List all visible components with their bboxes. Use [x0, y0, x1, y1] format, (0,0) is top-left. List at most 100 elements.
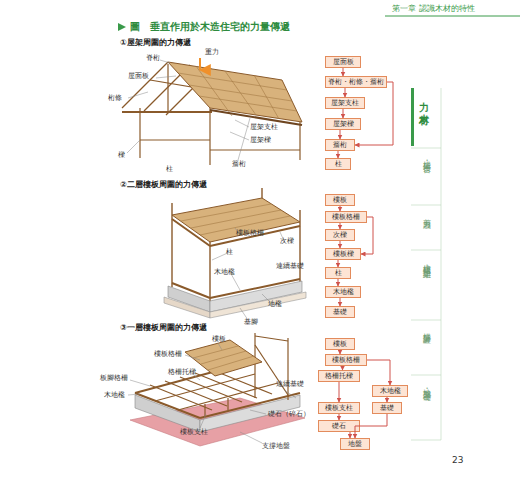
box-text: 屋架樑 [326, 119, 360, 129]
wall-post [287, 338, 288, 400]
footing [164, 297, 210, 318]
sill [135, 393, 200, 418]
flow-arrow [339, 414, 340, 420]
post [299, 210, 300, 282]
chapter-tab: 剪力牆 [420, 212, 432, 215]
part-label: 重力 [205, 48, 219, 57]
box-text: 格柵托樑 [319, 371, 359, 381]
floor-boards [185, 340, 262, 376]
leader-lines [128, 343, 296, 443]
post [209, 108, 210, 165]
leader [130, 380, 150, 386]
leader-lines [212, 228, 285, 320]
part-label: 簷桁 [232, 160, 246, 169]
leader [160, 60, 170, 63]
box-text: 次樑 [326, 230, 354, 240]
box-text: 柱 [326, 268, 350, 278]
flow-box: 木地檻 [372, 385, 408, 397]
box-text: 簷桁 [326, 140, 354, 150]
box-text: 木地檻 [373, 386, 407, 396]
box-text: 脊桁・桁條・簷桁 [326, 77, 386, 87]
box-text: 樓板 [326, 339, 354, 349]
tab-separator [411, 320, 441, 321]
section-heading: ①屋架周圍的力傳遞 [120, 38, 191, 47]
leader [156, 76, 176, 78]
tab-separator [411, 148, 441, 149]
flow-arrow [355, 414, 387, 438]
flow-box: 柱 [325, 267, 351, 279]
part-label: 礎石（碎石） [268, 410, 310, 419]
board-lines [178, 66, 297, 119]
flow-arrow [340, 223, 341, 229]
box-text: 地盤 [341, 439, 369, 449]
wall-post [254, 333, 255, 398]
flow-box: 簷桁 [325, 139, 355, 151]
chapter-header: 第一章 認識木材的特性 [392, 4, 475, 13]
leader [200, 414, 206, 428]
flow-box: 屋架樑 [325, 118, 361, 130]
header-rule [385, 16, 520, 17]
active-tab-bar [411, 88, 414, 146]
board-lines [181, 204, 290, 235]
flow-box: 樓板 [325, 338, 355, 350]
rafter [122, 62, 168, 108]
post [139, 108, 140, 158]
floor1-frame [135, 333, 300, 418]
flow-box: 屋面板 [325, 56, 361, 68]
flow-arrow [340, 130, 341, 139]
part-label: 樓板 [212, 335, 226, 344]
chapter-tab: 構架計畫 [420, 326, 432, 330]
board-line [191, 210, 281, 228]
board-line [181, 204, 271, 221]
box-text: 木地檻 [326, 287, 360, 297]
part-label: 柱 [226, 248, 233, 257]
flow-box: 礎石 [318, 420, 360, 432]
footing [210, 292, 306, 318]
box-text: 樓板格柵 [326, 212, 366, 222]
flow-arrow [342, 366, 343, 370]
tab-separator [411, 440, 441, 441]
wall-beam [255, 336, 288, 341]
leader [128, 92, 148, 98]
flow-box: 格柵托樑 [318, 370, 360, 382]
eave-beam [210, 110, 302, 125]
flow-box: 樓板 [325, 194, 355, 206]
tab-separator [411, 250, 441, 251]
leader-lines [127, 60, 250, 160]
section-heading: ②二層樓板周圍的力傳遞 [120, 180, 207, 189]
box-text: 屋面板 [326, 57, 360, 67]
flow-box: 地盤 [340, 438, 370, 450]
part-label: 次樑 [280, 237, 294, 246]
flow-arrow [387, 397, 388, 402]
leader [127, 140, 140, 153]
part-label: 連續基礎 [276, 262, 304, 271]
leader [128, 394, 140, 395]
flow-arrow [339, 382, 340, 402]
flow-arrow [361, 217, 373, 254]
beam [210, 149, 300, 150]
joist [165, 381, 227, 406]
gravity-arrow [199, 58, 201, 70]
joist [150, 385, 212, 410]
part-label: 柱 [166, 165, 173, 174]
box-text: 礎石 [319, 421, 359, 431]
section-heading: ③一層樓板周圍的力傳遞 [120, 323, 207, 332]
flow-box: 樓板樑 [325, 248, 361, 260]
tab-separator [411, 205, 441, 206]
floor-boards [172, 198, 300, 242]
flow-box: 屋架支柱 [325, 97, 365, 109]
leader [235, 120, 249, 127]
flow-arrow [343, 68, 344, 76]
joist [195, 373, 257, 398]
part-label: 樓板支柱 [180, 428, 208, 437]
part-label: 板腳格柵 [100, 374, 128, 383]
board-line [254, 75, 279, 119]
leader [230, 132, 249, 140]
leader [250, 410, 266, 414]
part-label: 支撐地盤 [262, 442, 290, 451]
post [299, 122, 300, 160]
flow-arrow [355, 82, 393, 145]
box-text: 柱 [326, 159, 350, 169]
title-marker [118, 23, 126, 31]
